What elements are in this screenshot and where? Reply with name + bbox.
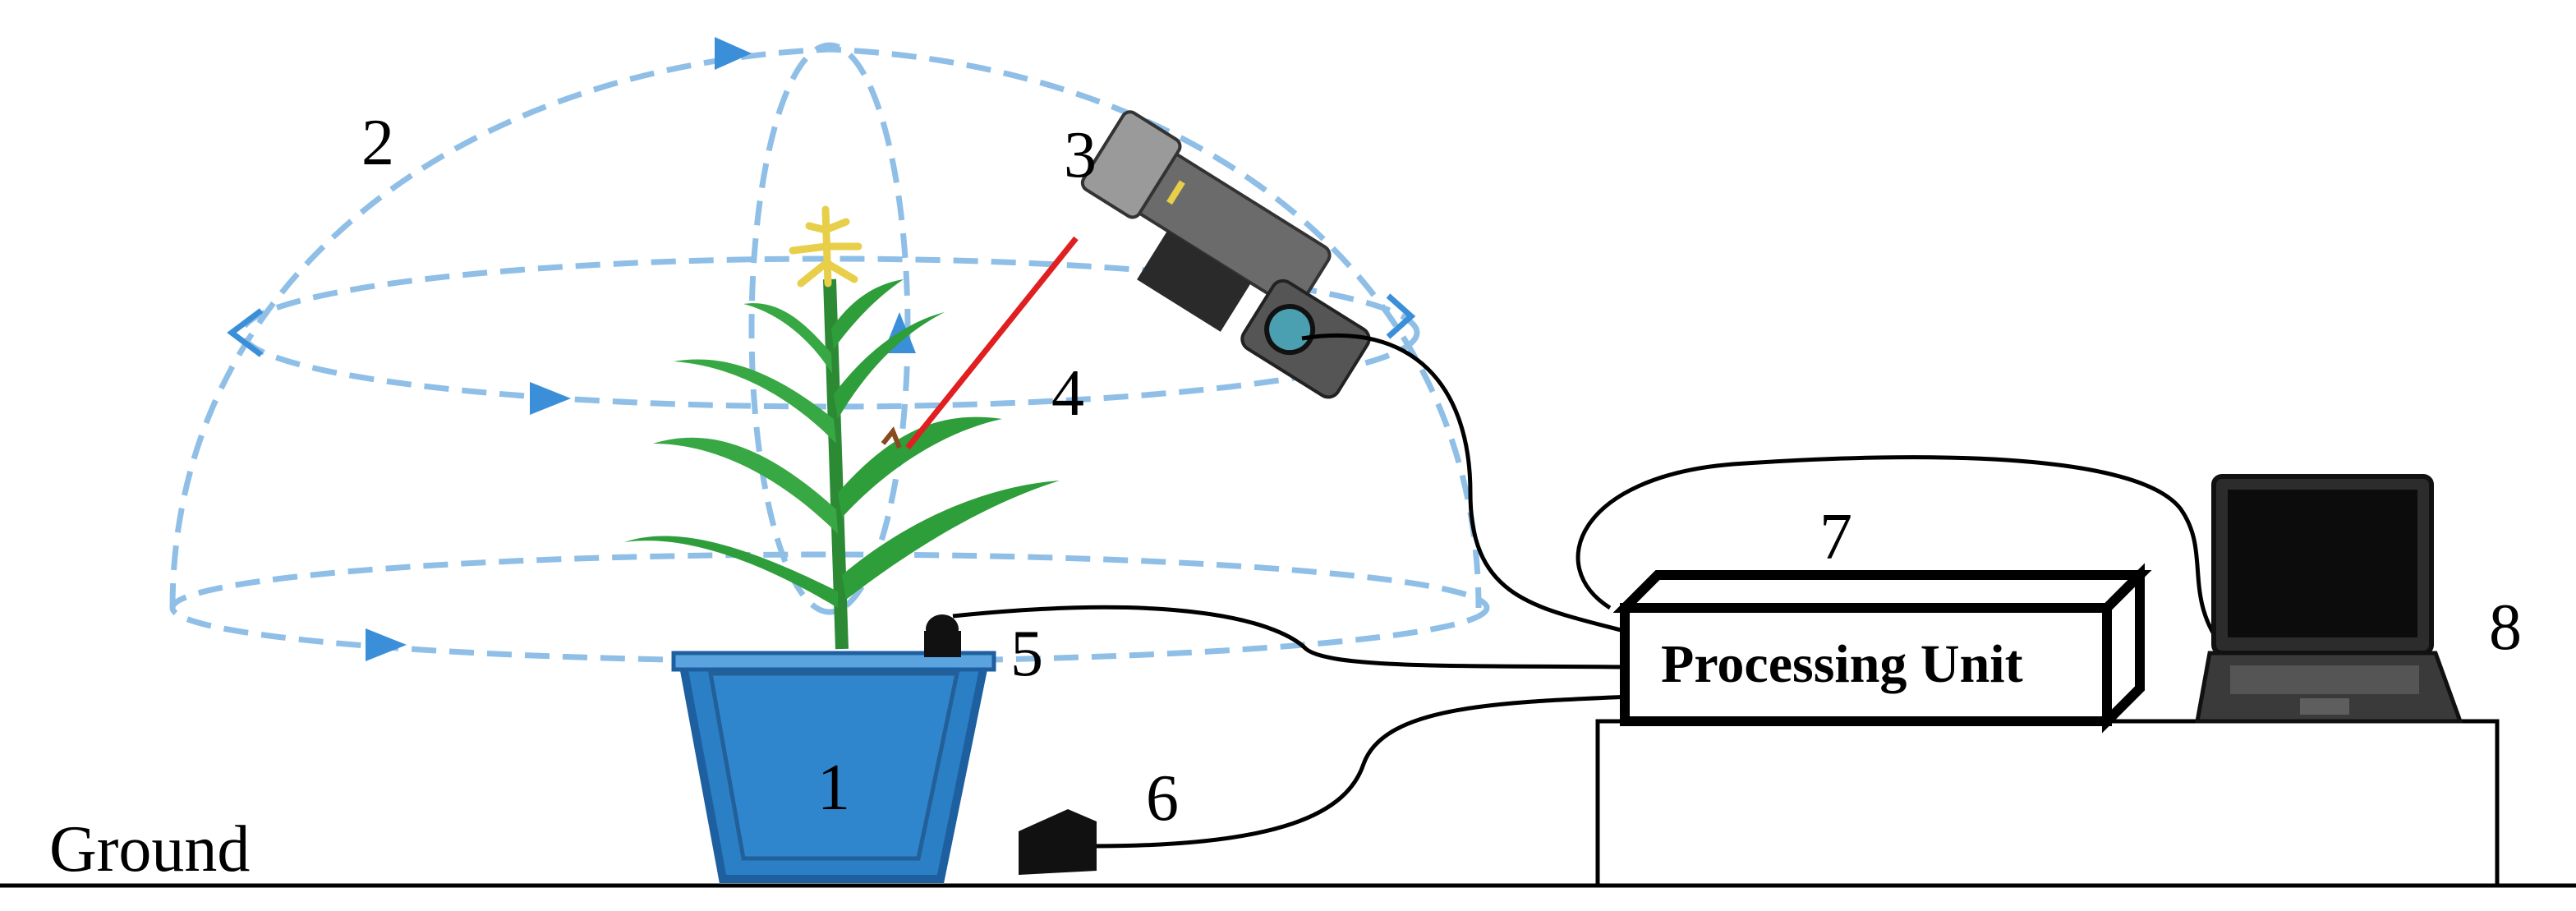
arrow-top-icon bbox=[715, 37, 752, 70]
scanner-head bbox=[1080, 110, 1182, 219]
label-5: 5 bbox=[1010, 618, 1043, 690]
mid-ring bbox=[239, 255, 1420, 410]
leaf bbox=[653, 437, 838, 534]
leaf bbox=[842, 481, 1060, 600]
pot-inner bbox=[708, 671, 960, 861]
pot-rim bbox=[671, 651, 996, 672]
label-6: 6 bbox=[1146, 762, 1179, 835]
laser-beam bbox=[905, 236, 1079, 450]
arrow-right-icon bbox=[1386, 293, 1416, 339]
table bbox=[1595, 719, 2500, 888]
cable-sensor-ground bbox=[1092, 694, 1631, 849]
cable-scanner bbox=[1301, 333, 1631, 635]
arrow-mid-icon bbox=[530, 382, 571, 415]
processing-unit-label: Processing Unit bbox=[1661, 634, 2023, 694]
plant bbox=[624, 205, 1060, 650]
processing-unit-box: Processing Unit bbox=[1612, 563, 2152, 734]
scanner bbox=[1080, 110, 1371, 399]
scanner-grip bbox=[1137, 230, 1251, 332]
tassel bbox=[789, 205, 862, 288]
leaf bbox=[838, 416, 1002, 518]
label-4: 4 bbox=[1051, 357, 1084, 430]
pot: 1 bbox=[671, 651, 996, 883]
plant-stem bbox=[823, 278, 849, 650]
scanner-lens-icon bbox=[1264, 304, 1316, 356]
label-3: 3 bbox=[1064, 119, 1097, 191]
leaf bbox=[743, 303, 832, 374]
box-front bbox=[1620, 603, 2112, 726]
label-7: 7 bbox=[1819, 501, 1852, 573]
label-8: 8 bbox=[2489, 591, 2522, 664]
leaf bbox=[624, 536, 838, 608]
cable-laptop bbox=[1576, 455, 2220, 642]
arrow-low-icon bbox=[366, 628, 407, 661]
sensor-ground bbox=[1019, 809, 1097, 875]
laptop-keyboard bbox=[2230, 665, 2419, 694]
hemisphere-outline bbox=[169, 46, 1482, 609]
arrow-left-icon bbox=[227, 308, 264, 357]
leaf bbox=[831, 279, 904, 349]
label-1: 1 bbox=[817, 752, 850, 824]
label-2: 2 bbox=[361, 107, 394, 179]
laptop-icon bbox=[2195, 474, 2463, 724]
cable-sensor-top bbox=[952, 605, 1631, 669]
laptop-screen bbox=[2228, 490, 2417, 637]
leaf bbox=[674, 359, 836, 444]
laptop-touchpad bbox=[2300, 698, 2349, 715]
silk bbox=[881, 426, 902, 449]
sensor-top bbox=[924, 614, 961, 657]
ground-label: Ground bbox=[49, 813, 250, 886]
scanner-indicator bbox=[1166, 180, 1185, 205]
